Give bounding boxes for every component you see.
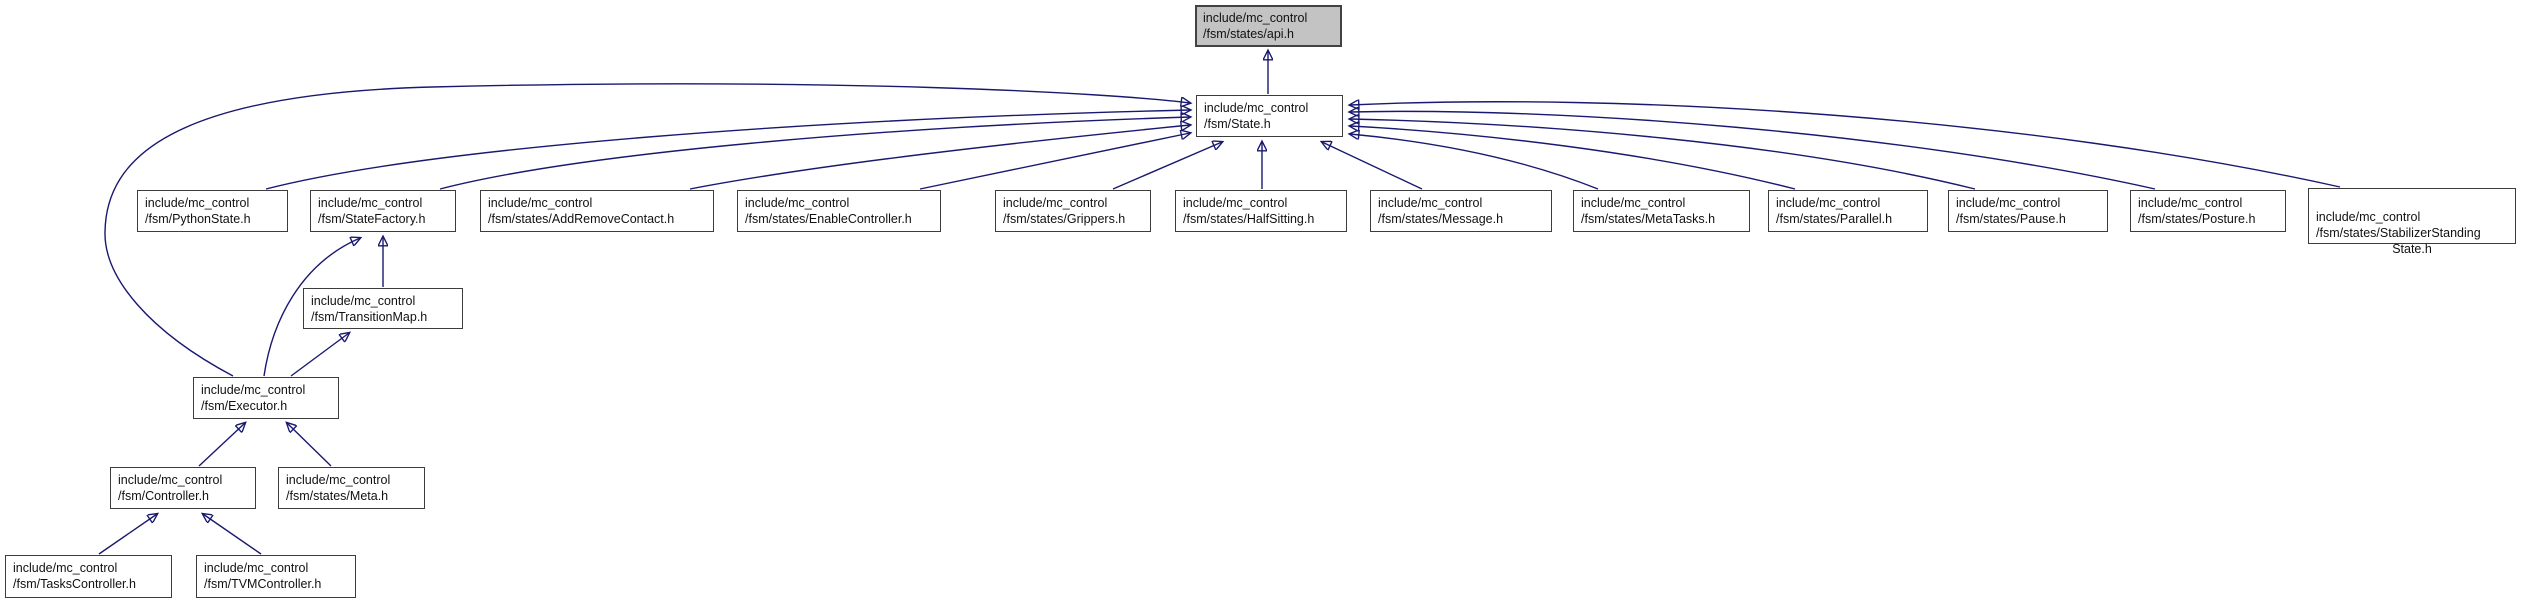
edge-executor-to-statefactory bbox=[263, 238, 360, 377]
node-label-wrap: State.h bbox=[2392, 242, 2432, 256]
node-addremovecontact-h[interactable]: include/mc_control /fsm/states/AddRemove… bbox=[480, 190, 714, 232]
node-enablecontroller-h[interactable]: include/mc_control /fsm/states/EnableCon… bbox=[737, 190, 941, 232]
node-message-h[interactable]: include/mc_control /fsm/states/Message.h bbox=[1370, 190, 1552, 232]
node-taskscontroller-h[interactable]: include/mc_control /fsm/TasksController.… bbox=[5, 555, 172, 598]
node-statefactory-h[interactable]: include/mc_control /fsm/StateFactory.h bbox=[310, 190, 456, 232]
node-metatasks-h[interactable]: include/mc_control /fsm/states/MetaTasks… bbox=[1573, 190, 1750, 232]
node-transitionmap-h[interactable]: include/mc_control /fsm/TransitionMap.h bbox=[303, 288, 463, 329]
node-executor-h[interactable]: include/mc_control /fsm/Executor.h bbox=[193, 377, 339, 419]
node-controller-h[interactable]: include/mc_control /fsm/Controller.h bbox=[110, 467, 256, 509]
edge-controller-to-executor bbox=[198, 423, 245, 467]
node-meta-h[interactable]: include/mc_control /fsm/states/Meta.h bbox=[278, 467, 425, 509]
edge-posture-to-state bbox=[1350, 111, 2156, 190]
node-halfsitting-h[interactable]: include/mc_control /fsm/states/HalfSitti… bbox=[1175, 190, 1347, 232]
node-parallel-h[interactable]: include/mc_control /fsm/states/Parallel.… bbox=[1768, 190, 1928, 232]
edge-addremovecontact-to-state bbox=[689, 125, 1190, 190]
edge-pause-to-state bbox=[1350, 119, 1976, 190]
edge-meta-to-executor bbox=[287, 423, 332, 467]
edge-pythonstate-to-state bbox=[265, 110, 1190, 190]
node-label: include/mc_control /fsm/states/Stabilize… bbox=[2316, 210, 2481, 240]
edge-enablecontroller-to-state bbox=[919, 133, 1190, 190]
edge-stabilizerstanding-to-state bbox=[1350, 102, 2341, 188]
edge-executor-to-transitionmap bbox=[290, 333, 349, 377]
edge-tvmcontroller-to-controller bbox=[203, 514, 262, 555]
edge-grippers-to-state bbox=[1112, 142, 1222, 190]
edge-executor-to-state bbox=[104, 83, 1190, 377]
edge-metatasks-to-state bbox=[1350, 134, 1599, 190]
node-posture-h[interactable]: include/mc_control /fsm/states/Posture.h bbox=[2130, 190, 2286, 232]
edge-message-to-state bbox=[1322, 142, 1423, 190]
node-state-h[interactable]: include/mc_control /fsm/State.h bbox=[1196, 95, 1343, 137]
node-pause-h[interactable]: include/mc_control /fsm/states/Pause.h bbox=[1948, 190, 2108, 232]
edge-parallel-to-state bbox=[1350, 126, 1796, 190]
edge-statefactory-to-state bbox=[439, 117, 1190, 190]
node-pythonstate-h[interactable]: include/mc_control /fsm/PythonState.h bbox=[137, 190, 288, 232]
node-grippers-h[interactable]: include/mc_control /fsm/states/Grippers.… bbox=[995, 190, 1151, 232]
edge-taskscontroller-to-controller bbox=[98, 514, 157, 555]
node-api-h[interactable]: include/mc_control /fsm/states/api.h bbox=[1195, 5, 1342, 47]
node-stabilizerstandingstate-h[interactable]: include/mc_control /fsm/states/Stabilize… bbox=[2308, 188, 2516, 256]
node-tvmcontroller-h[interactable]: include/mc_control /fsm/TVMController.h bbox=[196, 555, 356, 598]
